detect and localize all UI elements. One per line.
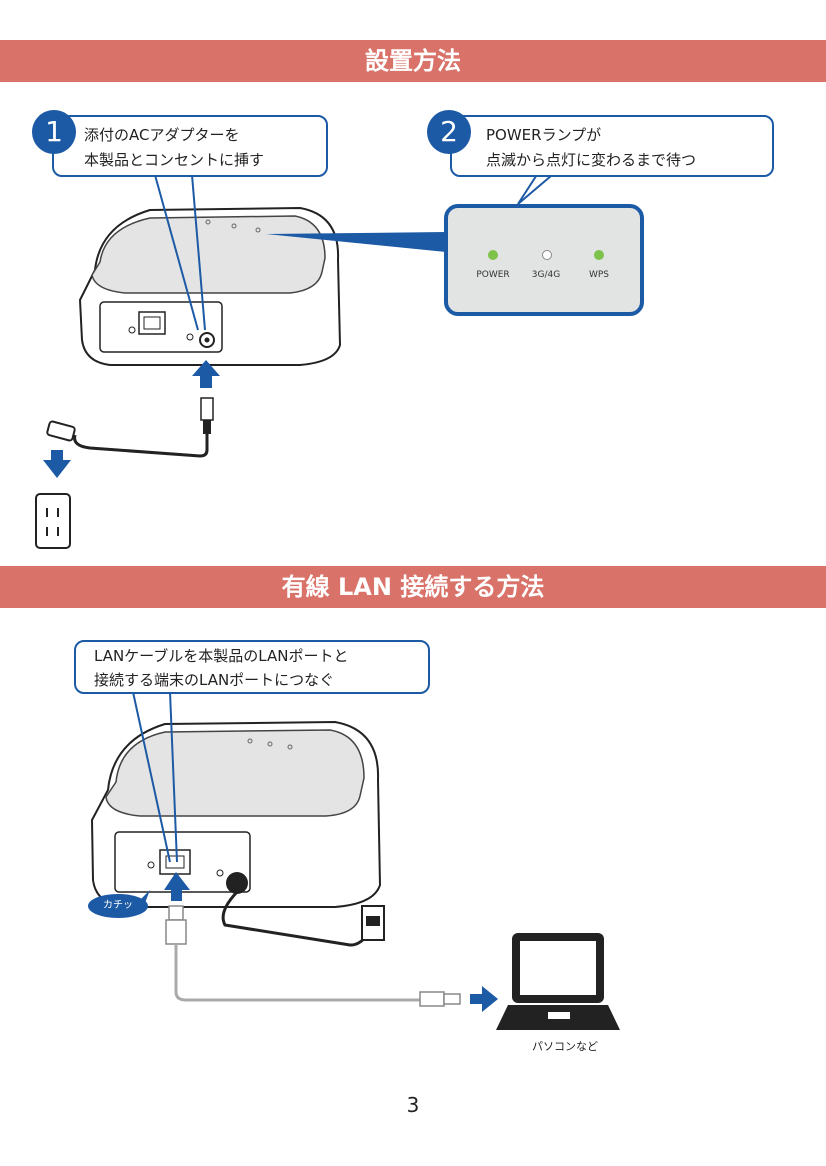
setup-illustration [35, 168, 561, 549]
step1-callout: 添付のACアダプターを 本製品とコンセントに挿す [52, 115, 328, 177]
step1-number: 1 [45, 115, 63, 148]
wps-led-label: WPS [588, 270, 610, 280]
power-led [488, 250, 498, 260]
lan-callout-line2: 接続する端末のLANポートにつなぐ [94, 671, 335, 689]
3g4g-led-label: 3G/4G [531, 270, 561, 280]
3g4g-led [542, 250, 552, 260]
step2-line2: 点滅から点灯に変わるまで待つ [486, 151, 697, 169]
click-sound-label: カチッ [103, 900, 133, 911]
step2-number: 2 [440, 115, 458, 148]
lan-callout: LANケーブルを本製品のLANポートと 接続する端末のLANポートにつなぐ [74, 640, 430, 694]
click-sound-badge: カチッ [88, 894, 148, 918]
page-number: 3 [406, 1093, 420, 1117]
section-banner-wired-lan: 有線 LAN 接続する方法 [0, 566, 826, 608]
power-led-label: POWER [476, 270, 510, 280]
led-panel: POWER 3G/4G WPS [444, 204, 644, 316]
section-title-2: 有線 LAN 接続する方法 [281, 573, 545, 601]
section-banner-setup: 設置方法 [0, 40, 826, 82]
step2-line1: POWERランプが [486, 126, 602, 144]
pc-label: パソコンなど [532, 1040, 598, 1053]
wired-lan-illustration [90, 691, 620, 1030]
step1-line2: 本製品とコンセントに挿す [84, 151, 265, 169]
step1-number-badge: 1 [32, 110, 76, 154]
step1-line1: 添付のACアダプターを [84, 126, 240, 144]
wps-led [594, 250, 604, 260]
lan-callout-line1: LANケーブルを本製品のLANポートと [94, 647, 349, 665]
section-title: 設置方法 [365, 47, 461, 75]
step2-number-badge: 2 [427, 110, 471, 154]
step2-callout: POWERランプが 点滅から点灯に変わるまで待つ [450, 115, 774, 177]
